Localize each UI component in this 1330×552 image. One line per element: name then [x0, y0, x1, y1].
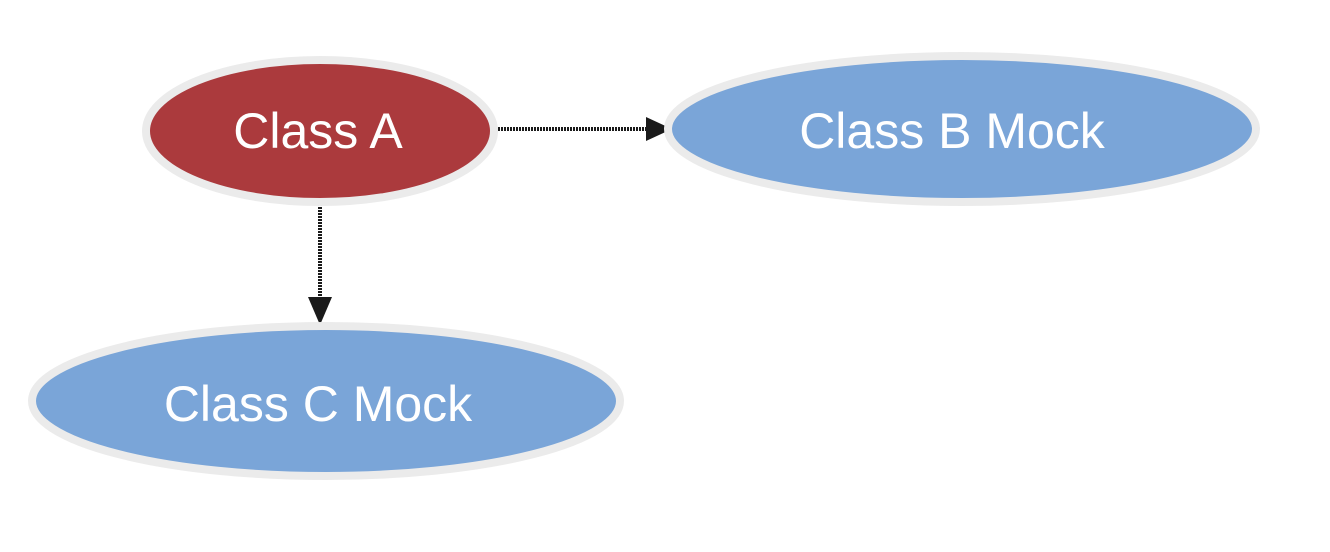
node-class-b-mock[interactable]: Class B Mock — [664, 52, 1260, 206]
node-class-c-mock[interactable]: Class C Mock — [28, 322, 624, 480]
arrowhead-icon — [308, 297, 332, 325]
node-class-c-mock-label: Class C Mock — [164, 376, 473, 432]
node-class-a-label: Class A — [233, 103, 403, 159]
node-class-c-mock-shape — [28, 322, 624, 480]
node-class-b-mock-shape — [664, 52, 1260, 206]
arrowhead-icon — [646, 117, 672, 141]
edge-a-to-c — [308, 198, 332, 325]
node-class-a[interactable]: Class A — [142, 56, 498, 206]
edge-a-to-b — [492, 117, 672, 141]
node-class-a-shape — [142, 56, 498, 206]
node-class-b-mock-label: Class B Mock — [799, 103, 1106, 159]
